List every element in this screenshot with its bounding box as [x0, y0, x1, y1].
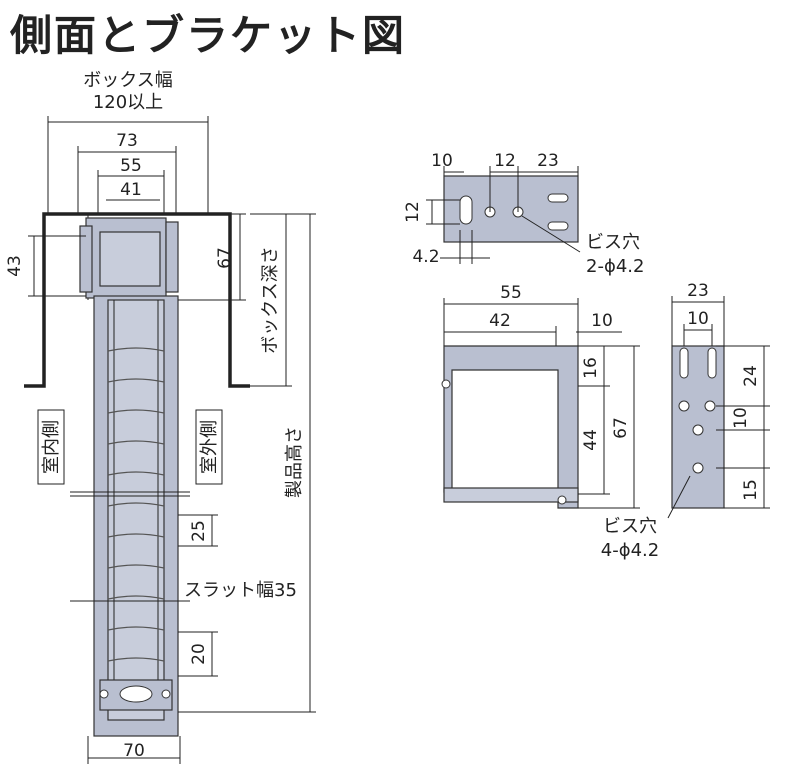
screw-hole	[678, 400, 690, 412]
dim-41: 41	[120, 180, 142, 200]
slat	[107, 657, 165, 662]
dim-73: 73	[116, 131, 138, 151]
bs-dim-16: 16	[581, 357, 601, 379]
bottom-rail-screw	[161, 689, 171, 699]
bf-dim-24: 24	[741, 365, 761, 387]
bracket-front-view	[667, 296, 770, 519]
bf-dim-23: 23	[687, 281, 709, 301]
slat	[107, 440, 165, 445]
bracket-side-shape	[443, 345, 579, 509]
blind-slat-area	[107, 299, 165, 721]
product-height-label: 製品高さ	[284, 426, 305, 498]
screw-hole	[692, 424, 704, 436]
dim-20: 20	[189, 643, 209, 665]
outdoor-label: 室外側	[199, 420, 220, 474]
dim-67: 67	[215, 247, 235, 269]
bracket-side-view	[441, 298, 640, 509]
bt-screw-hole-label: ビス穴	[586, 232, 640, 253]
slats	[107, 347, 165, 662]
side-view	[24, 116, 316, 764]
slat	[107, 409, 165, 414]
box-width-value: 120以上	[93, 92, 163, 113]
box-depth-label: ボックス深さ	[260, 246, 281, 353]
screw-hole	[704, 400, 716, 412]
bs-dim-55: 55	[500, 283, 522, 303]
bt-screw-hole-spec: 2-ϕ4.2	[586, 256, 644, 277]
dim-43: 43	[5, 255, 25, 277]
bt-dim-12: 12	[494, 151, 516, 171]
slat	[107, 378, 165, 383]
bt-dim-4-2: 4.2	[412, 247, 439, 267]
bt-dim-12-left: 12	[403, 201, 423, 223]
bt-dim-23: 23	[537, 151, 559, 171]
bs-dim-42: 42	[489, 311, 511, 331]
dim-25: 25	[189, 520, 209, 542]
slat	[107, 564, 165, 569]
bottom-rail-screw	[99, 689, 109, 699]
bs-dim-10: 10	[591, 311, 613, 331]
box-width-label: ボックス幅	[83, 70, 172, 91]
indoor-label: 室内側	[41, 420, 62, 474]
bracket-side-bottom	[443, 487, 579, 503]
slat	[107, 347, 165, 352]
bs-dim-67: 67	[611, 417, 631, 439]
bottom-rail-cap	[119, 685, 153, 703]
dim-70: 70	[123, 741, 145, 761]
head-bracket	[79, 225, 93, 293]
head-side	[165, 221, 179, 293]
bracket-top-view	[426, 166, 581, 264]
bf-dim-15: 15	[741, 479, 761, 501]
page-title: 側面とブラケット図	[10, 11, 407, 60]
bt-dim-10: 10	[431, 151, 453, 171]
screw-hole	[692, 462, 704, 474]
slat	[107, 595, 165, 600]
bf-screw-hole-label: ビス穴	[603, 516, 657, 537]
dim-55: 55	[120, 156, 142, 176]
slat	[107, 626, 165, 631]
slot-hole	[459, 195, 473, 225]
bf-screw-hole-spec: 4-ϕ4.2	[601, 540, 659, 561]
slat-width-label: スラット幅35	[184, 580, 297, 601]
bs-dim-44: 44	[581, 429, 601, 451]
head-rail-inner	[99, 231, 161, 287]
slat	[107, 471, 165, 476]
slat	[107, 502, 165, 507]
slat	[107, 533, 165, 538]
bf-dim-10: 10	[687, 309, 709, 329]
bf-dim-10-right: 10	[731, 407, 751, 429]
